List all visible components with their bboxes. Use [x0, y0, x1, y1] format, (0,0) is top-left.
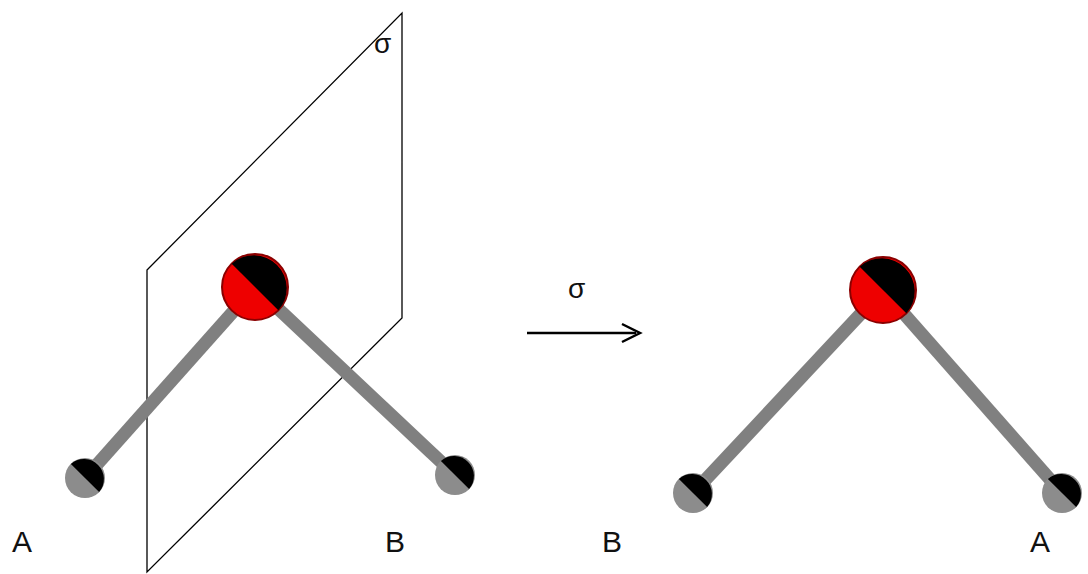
atom-label: A — [12, 527, 32, 557]
water-molecule-left — [65, 254, 475, 498]
atom-label: B — [602, 527, 622, 557]
water-molecule-right — [673, 257, 1082, 513]
mirror-plane — [147, 13, 402, 572]
operation-symbol: σ — [568, 275, 585, 303]
atom-label: B — [385, 527, 405, 557]
plane-symbol: σ — [374, 30, 391, 58]
atom-label: A — [1030, 527, 1050, 557]
operation-arrow — [527, 324, 640, 342]
